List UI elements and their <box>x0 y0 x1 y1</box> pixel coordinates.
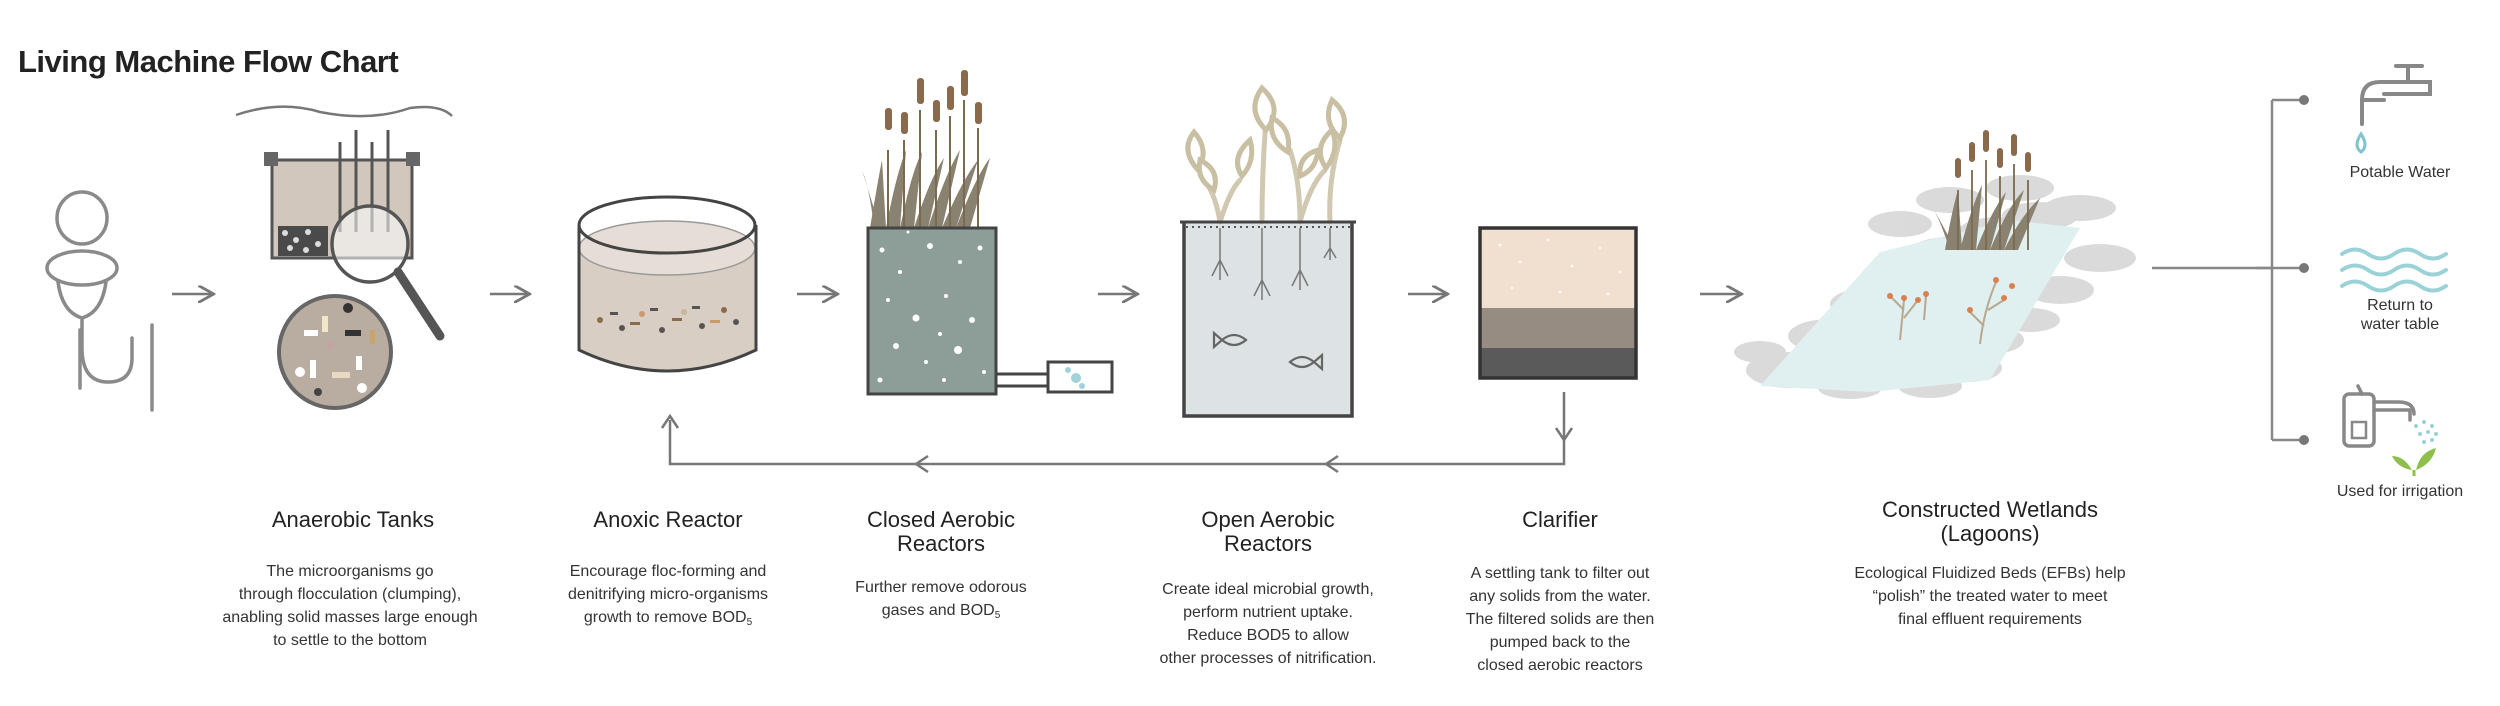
clarifier-icon <box>1478 226 1638 380</box>
stage-desc-anaerobic-tanks: The microorganisms go through flocculati… <box>222 563 478 649</box>
open-aerobic-reactor-icon <box>1180 84 1356 418</box>
return-flow-line <box>660 392 1574 474</box>
stage-desc-constructed-wetlands: Ecological Fluidized Beds (EFBs) help “p… <box>1854 565 2126 628</box>
stage-title-closed-aerobic-reactors: Closed Aerobic Reactors <box>867 507 1015 556</box>
stage-desc-open-aerobic-reactors: Create ideal microbial growth, perform n… <box>1159 581 1377 667</box>
water-drop-icon <box>2355 131 2367 154</box>
output-distribution-lines <box>2152 98 2302 442</box>
faucet-icon <box>2360 64 2432 126</box>
toilet-icon <box>45 190 154 412</box>
stage-desc-clarifier: A settling tank to filter out any solids… <box>1465 565 1655 674</box>
stage-title-open-aerobic-reactors: Open Aerobic Reactors <box>1201 507 1335 556</box>
page-title: Living Machine Flow Chart <box>18 44 399 79</box>
stage-title-anaerobic-tanks: Anaerobic Tanks <box>271 507 435 532</box>
anaerobic-tank-icon <box>235 105 453 410</box>
stage-title-anoxic-reactor: Anoxic Reactor <box>593 507 743 532</box>
output-label-potable-water: Potable Water <box>2349 164 2451 181</box>
constructed-wetlands-icon <box>1734 130 2136 399</box>
output-label-irrigation: Used for irrigation <box>2336 483 2464 500</box>
stage-title-constructed-wetlands: Constructed Wetlands (Lagoons) <box>1881 497 2099 546</box>
irrigation-icon <box>2342 384 2438 476</box>
stage-desc-closed-aerobic-reactors: Further remove odorous gases and BOD5 <box>855 579 1027 621</box>
anoxic-reactor-icon <box>577 195 758 373</box>
output-label-return-to-water-table: Return to water table <box>2360 297 2440 333</box>
stage-desc-anoxic-reactor: Encourage floc-forming and denitrifying … <box>567 563 769 628</box>
stage-title-clarifier: Clarifier <box>1522 507 1598 532</box>
water-waves-icon <box>2340 247 2448 293</box>
closed-aerobic-reactor-icon <box>862 70 1114 396</box>
